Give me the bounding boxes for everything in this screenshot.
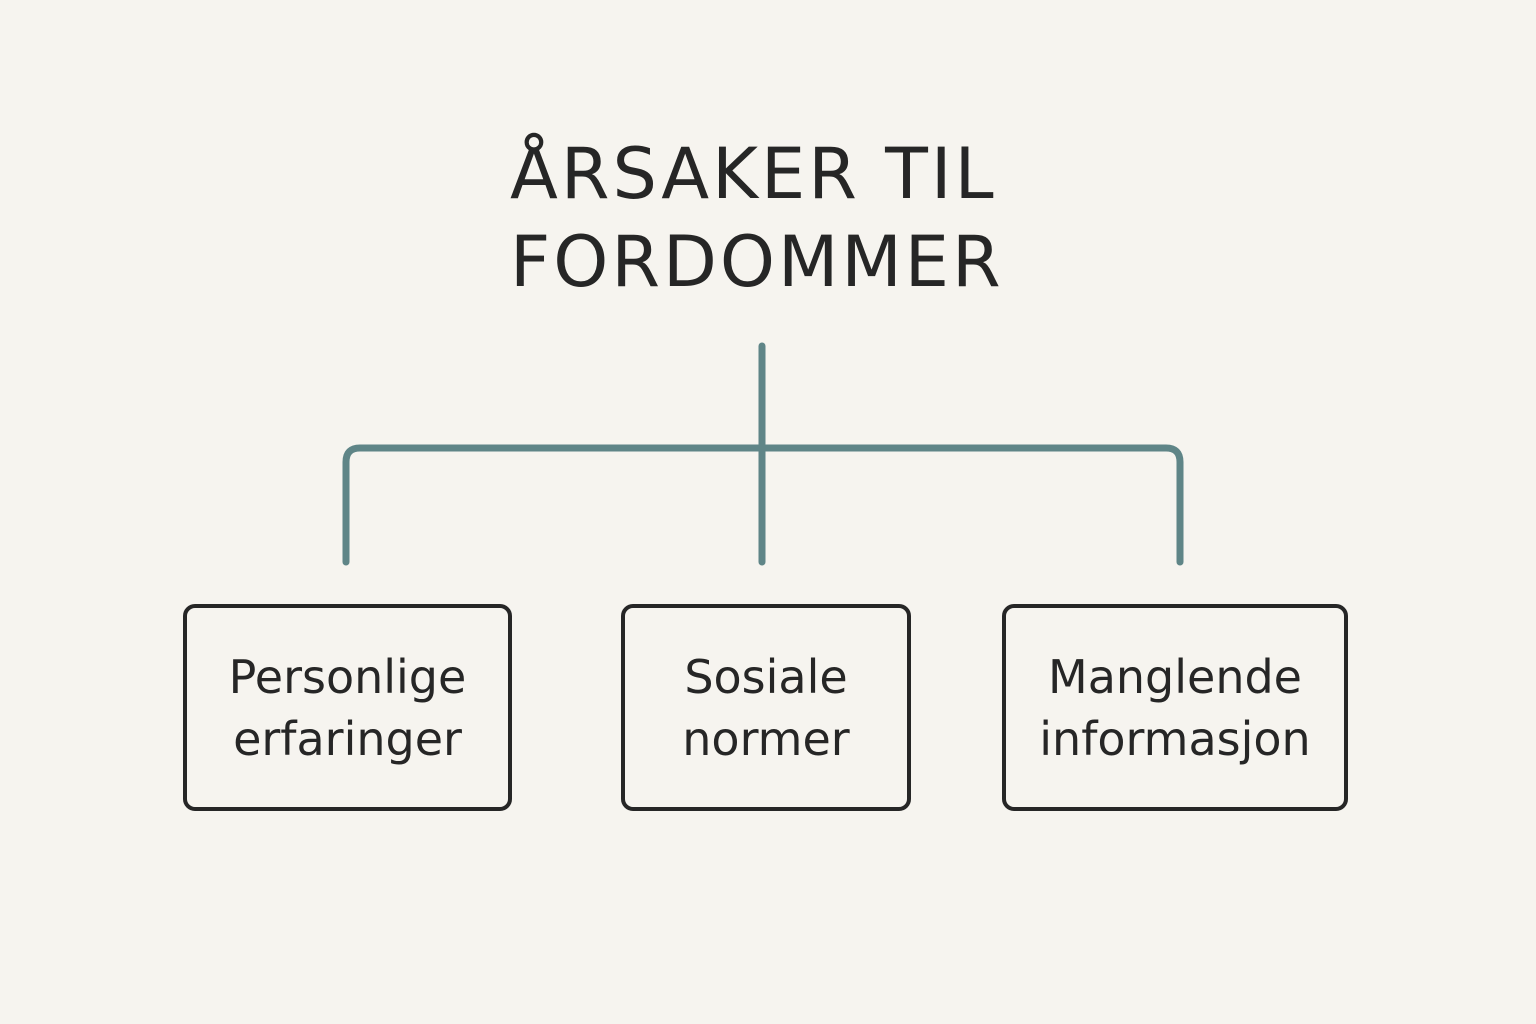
cause-box-lacking-information: Manglende informasjon	[1002, 604, 1348, 811]
diagram-title: ÅRSAKER TIL FORDOMMER	[510, 130, 1030, 306]
cause-3-line-1: Manglende	[1048, 649, 1302, 704]
branch-connector	[342, 444, 1184, 566]
cause-box-personal-experiences: Personlige erfaringer	[183, 604, 512, 811]
cause-1-line-2: erfaringer	[233, 711, 462, 766]
cause-1-line-1: Personlige	[228, 649, 467, 704]
cause-2-line-1: Sosiale	[684, 649, 848, 704]
cause-3-line-2: informasjon	[1039, 711, 1311, 766]
cause-box-social-norms: Sosiale normer	[621, 604, 911, 811]
cause-2-line-2: normer	[682, 711, 850, 766]
title-line-1: ÅRSAKER TIL	[510, 133, 997, 215]
title-line-2: FORDOMMER	[510, 221, 1004, 303]
